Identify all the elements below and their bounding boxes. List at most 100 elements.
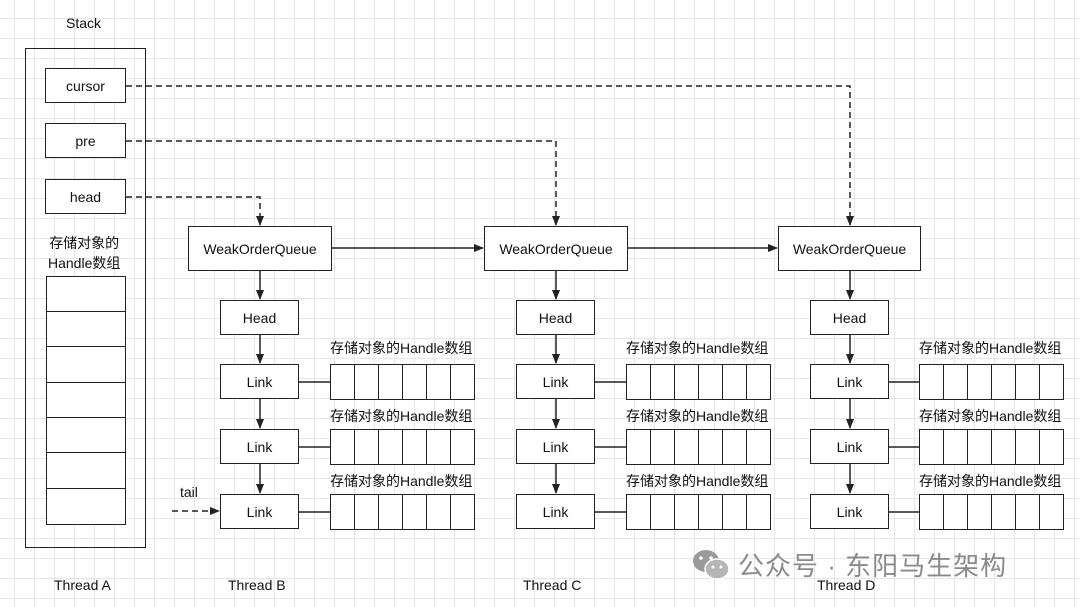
handle-array-cell — [991, 364, 1016, 400]
handle-array-cell — [674, 494, 699, 530]
stack-handle-array — [46, 276, 126, 525]
handle-array-cell — [354, 429, 379, 465]
link-b-1: Link — [220, 364, 299, 399]
tail-label: tail — [180, 484, 198, 500]
handle-array-cell — [626, 429, 651, 465]
handle-array-cell — [746, 429, 771, 465]
stack-field-cursor: cursor — [45, 68, 126, 103]
thread-a-label: Thread A — [54, 577, 111, 593]
handle-array-cell — [650, 494, 675, 530]
array-label-b-3: 存储对象的Handle数组 — [330, 473, 473, 489]
handle-array-cell — [402, 429, 427, 465]
link-c-2: Link — [516, 429, 595, 464]
handle-array-cell — [330, 364, 355, 400]
handle-array-cell — [1039, 429, 1064, 465]
watermark: 公众号 · 东阳马生架构 — [692, 546, 1007, 583]
handle-array-cell — [1039, 494, 1064, 530]
handle-array-cell — [426, 494, 451, 530]
handle-array-cell — [919, 429, 944, 465]
link-c-1: Link — [516, 364, 595, 399]
watermark-text: 公众号 · 东阳马生架构 — [738, 551, 1008, 581]
link-d-1: Link — [810, 364, 889, 399]
handle-array-cell — [450, 364, 475, 400]
stack-array-cell — [46, 276, 126, 312]
handle-array-cell — [919, 364, 944, 400]
handle-array-cell — [650, 429, 675, 465]
handle-array-cell — [967, 494, 992, 530]
handle-array-cell — [943, 494, 968, 530]
array-label-d-1: 存储对象的Handle数组 — [919, 340, 1062, 356]
handle-array-cell — [991, 494, 1016, 530]
cursor-pointer-arrow — [126, 85, 854, 226]
stack-title: Stack — [66, 15, 102, 31]
handle-array-cell — [330, 429, 355, 465]
handle-array-cell — [626, 364, 651, 400]
stack-array-cell — [46, 382, 126, 418]
handle-array-cell — [626, 494, 651, 530]
handle-array-cell — [402, 364, 427, 400]
handle-array-cell — [991, 429, 1016, 465]
link-b-3: Link — [220, 494, 299, 529]
handle-array-cell — [426, 429, 451, 465]
thread-c-label: Thread C — [523, 577, 582, 593]
handle-array-cell — [1015, 494, 1040, 530]
handle-array-cell — [746, 364, 771, 400]
stack-array-cell — [46, 488, 126, 525]
handle-array-cell — [650, 364, 675, 400]
handle-array-cell — [674, 429, 699, 465]
handle-array-cell — [378, 429, 403, 465]
head-pointer-arrow — [126, 196, 264, 226]
stack-array-cell — [46, 346, 126, 383]
link-b-2: Link — [220, 429, 299, 464]
handle-array-cell — [1015, 429, 1040, 465]
stack-array-cell — [46, 417, 126, 453]
pre-pointer-arrow — [126, 140, 560, 226]
weak-order-queue-b: WeakOrderQueue — [188, 226, 332, 271]
handle-array-cell — [746, 494, 771, 530]
stack-field-pre: pre — [45, 123, 126, 158]
handle-array-cell — [698, 494, 723, 530]
handle-array-cell — [674, 364, 699, 400]
handle-array-cell — [354, 494, 379, 530]
array-label-c-3: 存储对象的Handle数组 — [626, 473, 769, 489]
handle-array-cell — [722, 364, 747, 400]
thread-d-label: Thread D — [817, 577, 876, 593]
stack-array-label: 存储对象的 Handle数组 — [48, 235, 121, 271]
handle-array-cell — [378, 494, 403, 530]
array-label-b-2: 存储对象的Handle数组 — [330, 408, 473, 424]
stack-array-cell — [46, 311, 126, 347]
handle-array-cell — [943, 364, 968, 400]
handle-array-cell — [1039, 364, 1064, 400]
link-d-2: Link — [810, 429, 889, 464]
handle-array-cell — [722, 494, 747, 530]
handle-array-cell — [1015, 364, 1040, 400]
array-label-c-1: 存储对象的Handle数组 — [626, 340, 769, 356]
stack-frame — [25, 48, 146, 548]
thread-b-label: Thread B — [228, 577, 286, 593]
handle-array-cell — [943, 429, 968, 465]
array-label-c-2: 存储对象的Handle数组 — [626, 408, 769, 424]
stack-array-cell — [46, 452, 126, 489]
head-c: Head — [516, 300, 595, 335]
handle-array-cell — [378, 364, 403, 400]
handle-array-cell — [967, 364, 992, 400]
handle-array-cell — [919, 494, 944, 530]
link-d-3: Link — [810, 494, 889, 529]
handle-array-cell — [698, 364, 723, 400]
handle-array-cell — [330, 494, 355, 530]
head-b: Head — [220, 300, 299, 335]
head-d: Head — [810, 300, 889, 335]
stack-field-head: head — [45, 179, 126, 214]
array-label-d-3: 存储对象的Handle数组 — [919, 473, 1062, 489]
handle-array-cell — [698, 429, 723, 465]
handle-array-cell — [450, 494, 475, 530]
handle-array-cell — [450, 429, 475, 465]
handle-array-cell — [722, 429, 747, 465]
handle-array-cell — [354, 364, 379, 400]
weak-order-queue-c: WeakOrderQueue — [484, 226, 628, 271]
wechat-icon — [693, 549, 730, 580]
array-label-b-1: 存储对象的Handle数组 — [330, 340, 473, 356]
handle-array-cell — [967, 429, 992, 465]
array-label-d-2: 存储对象的Handle数组 — [919, 408, 1062, 424]
